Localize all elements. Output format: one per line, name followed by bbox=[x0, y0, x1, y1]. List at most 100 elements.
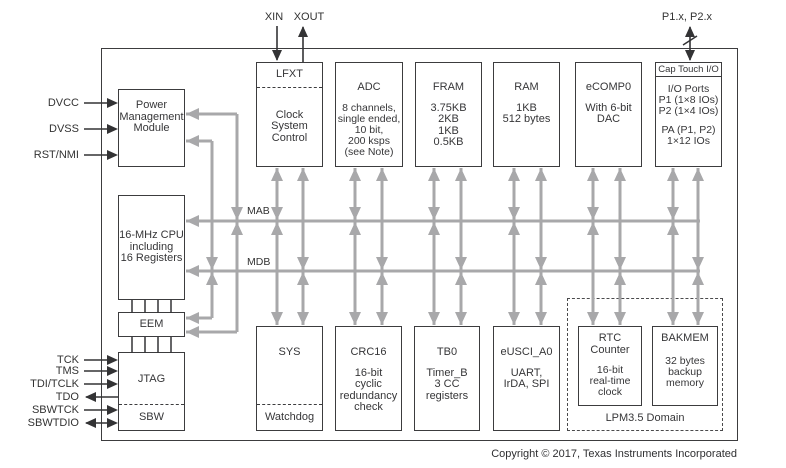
block-title: FRAM bbox=[432, 81, 465, 93]
copyright-text: Copyright © 2017, Texas Instruments Inco… bbox=[491, 448, 737, 460]
pin-label-rst-nmi: RST/NMI bbox=[33, 149, 79, 161]
block-line: P2 (1×4 IOs) bbox=[658, 105, 719, 117]
block-line: 16-bit bbox=[596, 364, 624, 376]
block-ram: RAM 1KB 512 bytes bbox=[493, 62, 560, 167]
block-line: memory bbox=[666, 376, 704, 389]
block-line: redundancy bbox=[339, 389, 398, 402]
block-line: 10 bit, bbox=[354, 123, 384, 136]
block-io-ports: Cap Touch I/O I/O Ports P1 (1×8 IOs) P2 … bbox=[655, 62, 722, 167]
sbw-section: SBW bbox=[119, 405, 184, 430]
block-line: Timer_B bbox=[426, 366, 468, 379]
arrowhead bbox=[85, 392, 96, 402]
block-line: PA (P1, P2) bbox=[661, 124, 716, 136]
block-rtc: RTC Counter 16-bit real-time clock bbox=[578, 326, 642, 406]
pin-label-tms: TMS bbox=[55, 365, 79, 377]
block-ecomp0: eCOMP0 With 6-bit DAC bbox=[575, 62, 642, 167]
block-line: Power bbox=[135, 99, 168, 111]
jtag-section: JTAG bbox=[119, 353, 184, 405]
pin-label-tdi-tclk: TDI/TCLK bbox=[30, 378, 79, 390]
block-cpu: 16-MHz CPU including 16 Registers bbox=[118, 195, 185, 300]
lpm-domain-label: LPM3.5 Domain bbox=[605, 412, 685, 424]
block-jtag: JTAG SBW bbox=[118, 352, 185, 431]
block-line: 3 CC bbox=[434, 378, 460, 390]
block-line: With 6-bit bbox=[585, 101, 632, 114]
watchdog-section: Watchdog bbox=[257, 405, 322, 430]
block-title: eCOMP0 bbox=[585, 81, 632, 93]
block-title: BAKMEM bbox=[661, 332, 709, 344]
arrowhead bbox=[85, 418, 96, 428]
block-line: registers bbox=[425, 389, 469, 402]
block-line: UART, bbox=[510, 366, 543, 379]
block-line: Control bbox=[271, 131, 308, 144]
block-line: single ended, bbox=[337, 112, 401, 125]
block-subtitle: Watchdog bbox=[264, 410, 315, 423]
bus-width-slash bbox=[682, 35, 698, 46]
block-line: 3.75KB bbox=[430, 101, 467, 114]
block-eusci-a0: eUSCI_A0 UART, IrDA, SPI bbox=[493, 326, 560, 431]
block-title: EEM bbox=[139, 317, 164, 330]
pin-label-port: P1.x, P2.x bbox=[661, 11, 713, 23]
block-line: 1×12 IOs bbox=[667, 135, 710, 147]
block-subtitle: SBW bbox=[138, 410, 165, 423]
block-line: check bbox=[354, 401, 383, 413]
block-line: 16 Registers bbox=[120, 252, 183, 265]
block-title: Counter bbox=[590, 343, 630, 356]
bus-label-mab: MAB bbox=[247, 205, 270, 217]
block-line: 16-bit bbox=[354, 366, 383, 379]
block-line: real-time bbox=[589, 375, 631, 387]
block-fram: FRAM 3.75KB 2KB 1KB 0.5KB bbox=[415, 62, 482, 167]
block-clock-system: LFXT Clock System Control bbox=[256, 62, 323, 167]
block-line: 1KB bbox=[516, 101, 537, 114]
block-line: Module bbox=[133, 122, 170, 134]
block-title: RTC bbox=[598, 332, 622, 344]
block-title: ADC bbox=[357, 81, 381, 93]
pin-label-sbwtdio: SBWTDIO bbox=[27, 417, 79, 429]
block-line: IrDA, SPI bbox=[503, 378, 550, 390]
block-line: 200 ksps bbox=[347, 134, 391, 147]
block-line: 0.5KB bbox=[433, 136, 464, 148]
block-line: backup bbox=[668, 365, 702, 378]
block-title: SYS bbox=[278, 346, 301, 358]
block-line: I/O Ports bbox=[667, 83, 710, 95]
block-line: 16-MHz CPU bbox=[119, 229, 184, 242]
pin-label-tck: TCK bbox=[57, 354, 79, 366]
block-adc: ADC 8 channels, single ended, 10 bit, 20… bbox=[335, 62, 403, 167]
block-eem: EEM bbox=[118, 312, 185, 337]
block-line: P1 (1×8 IOs) bbox=[658, 94, 719, 106]
block-title: TB0 bbox=[436, 346, 458, 358]
sys-section: SYS bbox=[257, 327, 322, 405]
cap-touch-header: Cap Touch I/O bbox=[656, 63, 721, 77]
pin-label-dvss: DVSS bbox=[49, 123, 79, 135]
block-line: 32 bytes bbox=[665, 354, 705, 367]
block-line: cyclic bbox=[355, 378, 382, 390]
block-tb0: TB0 Timer_B 3 CC registers bbox=[414, 326, 480, 431]
block-line: DAC bbox=[596, 113, 621, 125]
pin-label-dvcc: DVCC bbox=[47, 97, 79, 109]
block-line: Clock bbox=[275, 108, 304, 121]
block-title: RAM bbox=[514, 81, 539, 93]
block-line: 512 bytes bbox=[502, 113, 551, 125]
bus-label-mdb: MDB bbox=[247, 256, 271, 268]
block-crc16: CRC16 16-bit cyclic redundancy check bbox=[335, 326, 402, 431]
block-power-management: Power Management Module bbox=[118, 89, 185, 167]
block-title: JTAG bbox=[137, 373, 166, 385]
lfxt-header: LFXT bbox=[257, 63, 322, 88]
block-title: eUSCI_A0 bbox=[500, 346, 553, 358]
block-line: including bbox=[129, 240, 174, 253]
block-sys: SYS Watchdog bbox=[256, 326, 323, 431]
block-line: (see Note) bbox=[344, 145, 394, 158]
pin-label-tdo: TDO bbox=[55, 391, 79, 403]
arrowhead bbox=[298, 26, 308, 37]
block-line: clock bbox=[598, 386, 622, 398]
block-line: 1KB bbox=[438, 124, 459, 137]
pin-label-sbwtck: SBWTCK bbox=[31, 404, 79, 416]
block-line: 8 channels, bbox=[342, 101, 396, 114]
block-line: Management bbox=[119, 110, 184, 123]
lpm-domain-box bbox=[567, 298, 723, 431]
block-bakmem: BAKMEM 32 bytes backup memory bbox=[652, 326, 718, 406]
arrowhead bbox=[685, 26, 695, 37]
block-line: System bbox=[271, 120, 308, 133]
pin-label-xin: XIN bbox=[264, 11, 284, 23]
block-line: 2KB bbox=[438, 113, 459, 125]
